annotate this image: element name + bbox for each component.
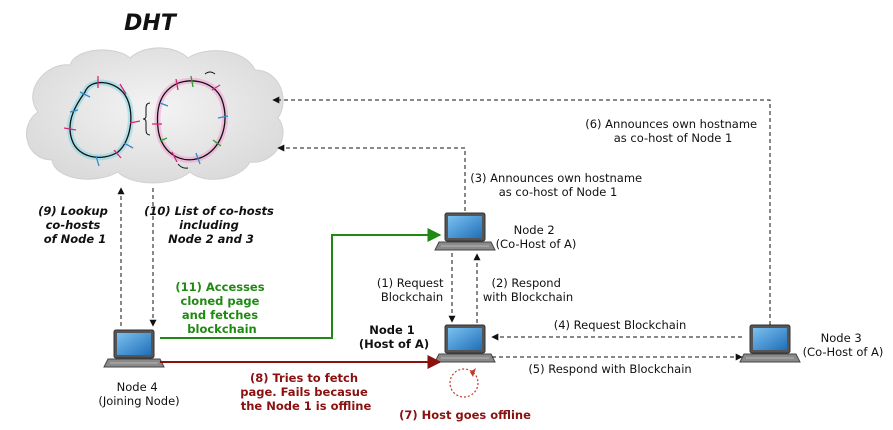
step-11-label: (11) Accesses cloned page and fetches bl… <box>175 280 268 336</box>
node3-laptop-icon <box>739 324 801 363</box>
node1-label: Node 1 (Host of A) <box>359 323 429 351</box>
step-1-label: (1) Request Blockchain <box>377 276 447 304</box>
node2-label: Node 2 (Co-Host of A) <box>496 223 577 251</box>
offline-loop-arrowhead <box>470 368 476 377</box>
offline-loop <box>449 368 479 398</box>
node3-label: Node 3 (Co-Host of A) <box>803 331 884 359</box>
step-10-label: (10) List of co-hosts including Node 2 a… <box>144 204 278 246</box>
step-3-label: (3) Announces own hostname as co-host of… <box>470 171 646 199</box>
step-4-label: (4) Request Blockchain <box>554 318 687 332</box>
arrow-step-6 <box>272 96 771 325</box>
arrow-step-11 <box>160 228 442 339</box>
arrow-step-3 <box>277 144 466 211</box>
node4-label: Node 4 (Joining Node) <box>98 380 179 408</box>
dht-cloud <box>26 47 284 184</box>
step-9-label: (9) Lookup co-hosts of Node 1 <box>38 204 112 246</box>
dht-title: DHT <box>124 11 178 36</box>
step-5-label: (5) Respond with Blockchain <box>528 362 691 376</box>
step-8-label: (8) Tries to fetch page. Fails becasue t… <box>240 371 372 413</box>
node4-laptop-icon <box>103 329 165 368</box>
step-7-label: (7) Host goes offline <box>399 408 531 422</box>
step-6-label: (6) Announces own hostname as co-host of… <box>585 117 761 145</box>
node1-laptop-icon <box>434 324 496 363</box>
step-2-label: (2) Respond with Blockchain <box>483 276 573 304</box>
node2-laptop-icon <box>434 212 496 251</box>
